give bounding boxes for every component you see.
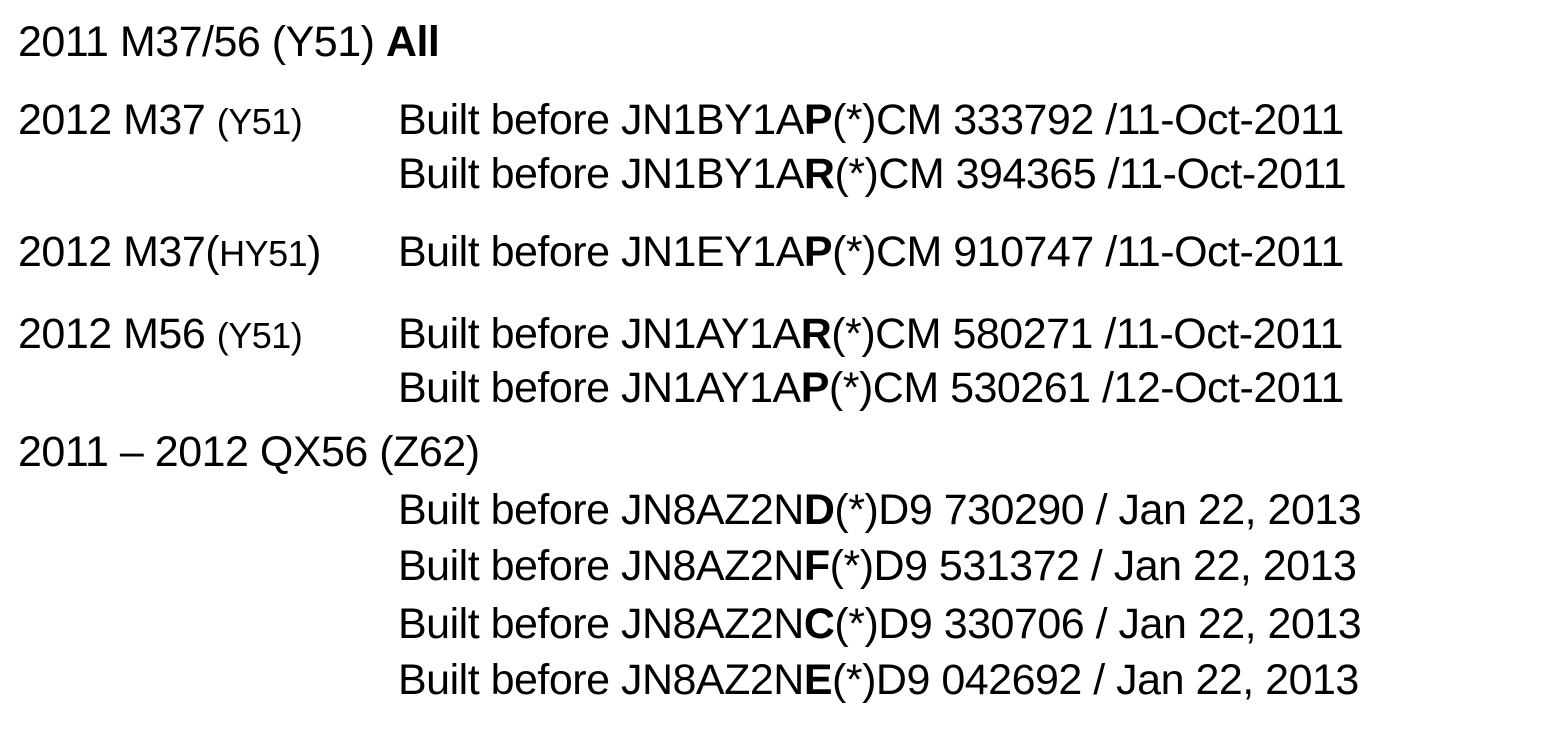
vin-serial-date: (*)CM 333792 /11-Oct-2011 — [832, 96, 1344, 144]
model-code: (Y51) — [216, 101, 303, 142]
vin-cutoff-row: Built before JN1AY1AP(*)CM 530261 /12-Oc… — [398, 364, 1344, 412]
vin-plant-code: P — [803, 96, 833, 144]
model-heading: 2012 M56 (Y51) — [18, 310, 303, 360]
vin-cutoff-row: Built before JN1AY1AR(*)CM 580271 /11-Oc… — [398, 310, 1343, 358]
vin-prefix: Built before JN1BY1A — [398, 96, 804, 144]
model-code-close: ) — [307, 228, 321, 276]
vin-serial-date: (*)CM 580271 /11-Oct-2011 — [831, 310, 1343, 358]
model-name: 2012 M37 — [18, 96, 217, 144]
vin-serial-date: (*)D9 330706 / Jan 22, 2013 — [834, 600, 1362, 648]
vin-prefix: Built before JN1EY1A — [398, 228, 804, 276]
vin-plant-code: F — [803, 542, 830, 590]
vin-serial-date: (*)D9 042692 / Jan 22, 2013 — [832, 656, 1359, 704]
vin-plant-code: P — [803, 228, 833, 276]
vin-cutoff-row: Built before JN8AZ2NF(*)D9 531372 / Jan … — [398, 542, 1357, 590]
vin-plant-code: R — [800, 310, 832, 358]
vin-plant-code: E — [803, 656, 833, 704]
vin-serial-date: (*)CM 530261 /12-Oct-2011 — [828, 364, 1344, 412]
model-heading: 2011 M37/56 (Y51) All — [18, 18, 440, 66]
model-name: 2012 M56 — [18, 310, 217, 358]
model-heading: 2012 M37(HY51) — [18, 228, 321, 278]
vin-serial-date: (*)CM 910747 /11-Oct-2011 — [832, 228, 1344, 276]
vin-plant-code: R — [803, 150, 835, 198]
vin-prefix: Built before JN8AZ2N — [398, 656, 804, 704]
vin-prefix: Built before JN8AZ2N — [398, 486, 804, 534]
vin-prefix: Built before JN1AY1A — [398, 310, 801, 358]
vin-cutoff-row: Built before JN8AZ2ND(*)D9 730290 / Jan … — [398, 486, 1362, 534]
model-heading: 2012 M37 (Y51) — [18, 96, 303, 146]
model-name: 2012 M37( — [18, 228, 220, 276]
vin-plant-code: P — [800, 364, 830, 412]
vin-prefix: Built before JN8AZ2N — [398, 600, 804, 648]
vin-prefix: Built before JN1AY1A — [398, 364, 801, 412]
model-name: 2011 M37/56 (Y51) — [18, 18, 386, 66]
vin-cutoff-row: Built before JN1BY1AP(*)CM 333792 /11-Oc… — [398, 96, 1344, 144]
vin-prefix: Built before JN8AZ2N — [398, 542, 804, 590]
model-all-label: All — [385, 18, 440, 66]
model-code: (Y51) — [216, 315, 303, 356]
vin-serial-date: (*)D9 730290 / Jan 22, 2013 — [834, 486, 1362, 534]
vin-cutoff-row: Built before JN1EY1AP(*)CM 910747 /11-Oc… — [398, 228, 1344, 276]
vin-prefix: Built before JN1BY1A — [398, 150, 804, 198]
vin-cutoff-row: Built before JN8AZ2NE(*)D9 042692 / Jan … — [398, 656, 1359, 704]
vin-cutoff-row: Built before JN1BY1AR(*)CM 394365 /11-Oc… — [398, 150, 1347, 198]
vin-cutoff-row: Built before JN8AZ2NC(*)D9 330706 / Jan … — [398, 600, 1362, 648]
vin-serial-date: (*)D9 531372 / Jan 22, 2013 — [829, 542, 1357, 590]
model-code: HY51 — [219, 233, 308, 274]
vin-plant-code: D — [803, 486, 835, 534]
model-heading: 2011 – 2012 QX56 (Z62) — [18, 428, 480, 476]
vin-serial-date: (*)CM 394365 /11-Oct-2011 — [834, 150, 1347, 198]
vin-plant-code: C — [803, 600, 835, 648]
